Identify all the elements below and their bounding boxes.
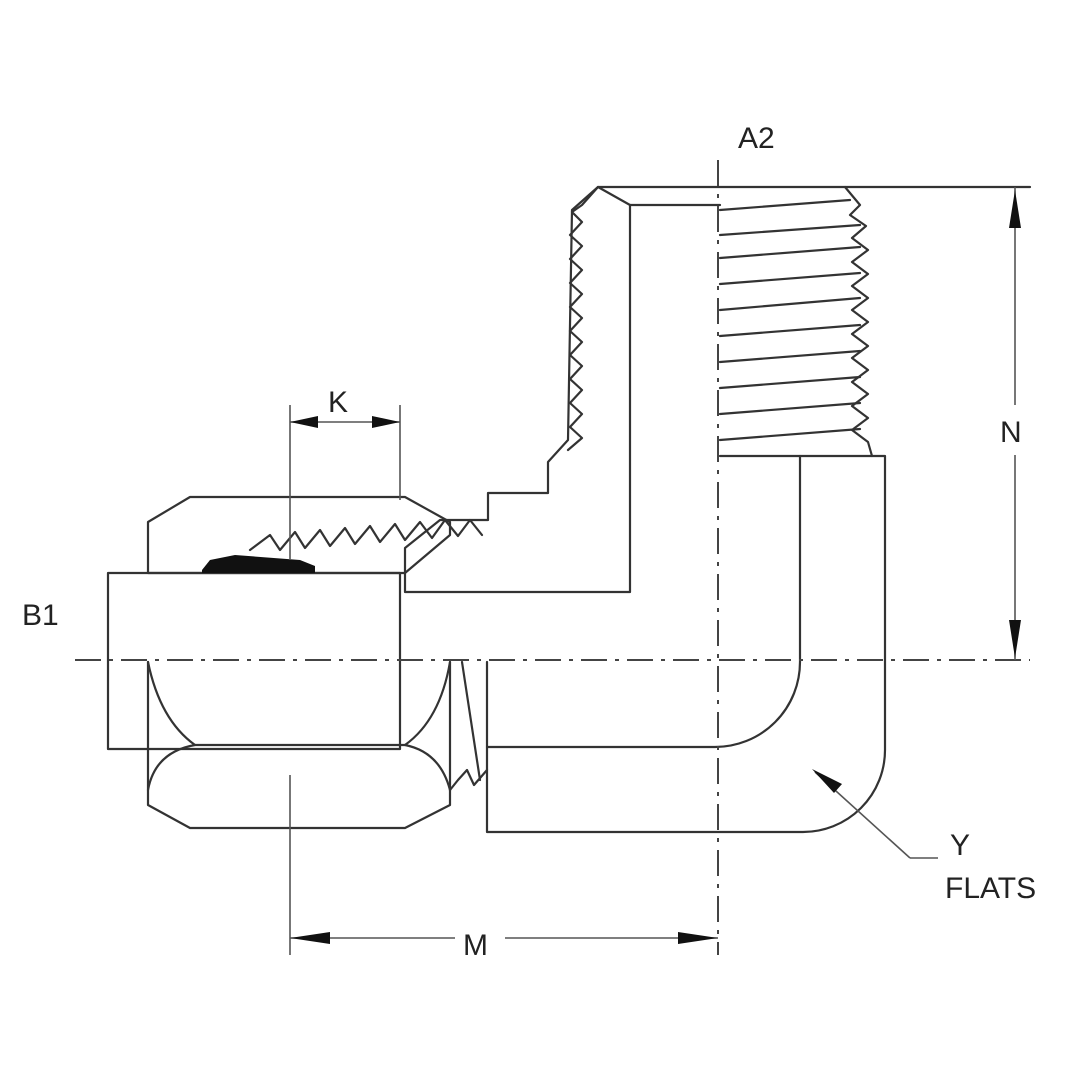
label-b1: B1: [22, 599, 59, 632]
label-k: K: [328, 386, 348, 419]
label-flats: FLATS: [945, 872, 1036, 905]
label-n: N: [1000, 416, 1022, 449]
label-m: M: [463, 929, 488, 962]
label-y: Y: [950, 829, 970, 862]
y-flats-leader: [812, 769, 938, 859]
elbow-body: [485, 454, 887, 834]
top-edge-lines: [596, 185, 1032, 207]
center-lines: [75, 160, 1030, 955]
dimension-k: [289, 405, 401, 560]
dimension-n: [1009, 187, 1021, 660]
pipe-thread-wall-section: [403, 185, 632, 594]
tube-nut-lower: [146, 660, 489, 830]
label-a2: A2: [738, 122, 775, 155]
dimension-m: [289, 775, 718, 955]
tube-nut-section: [146, 495, 484, 575]
male-pipe-thread: [718, 185, 874, 458]
